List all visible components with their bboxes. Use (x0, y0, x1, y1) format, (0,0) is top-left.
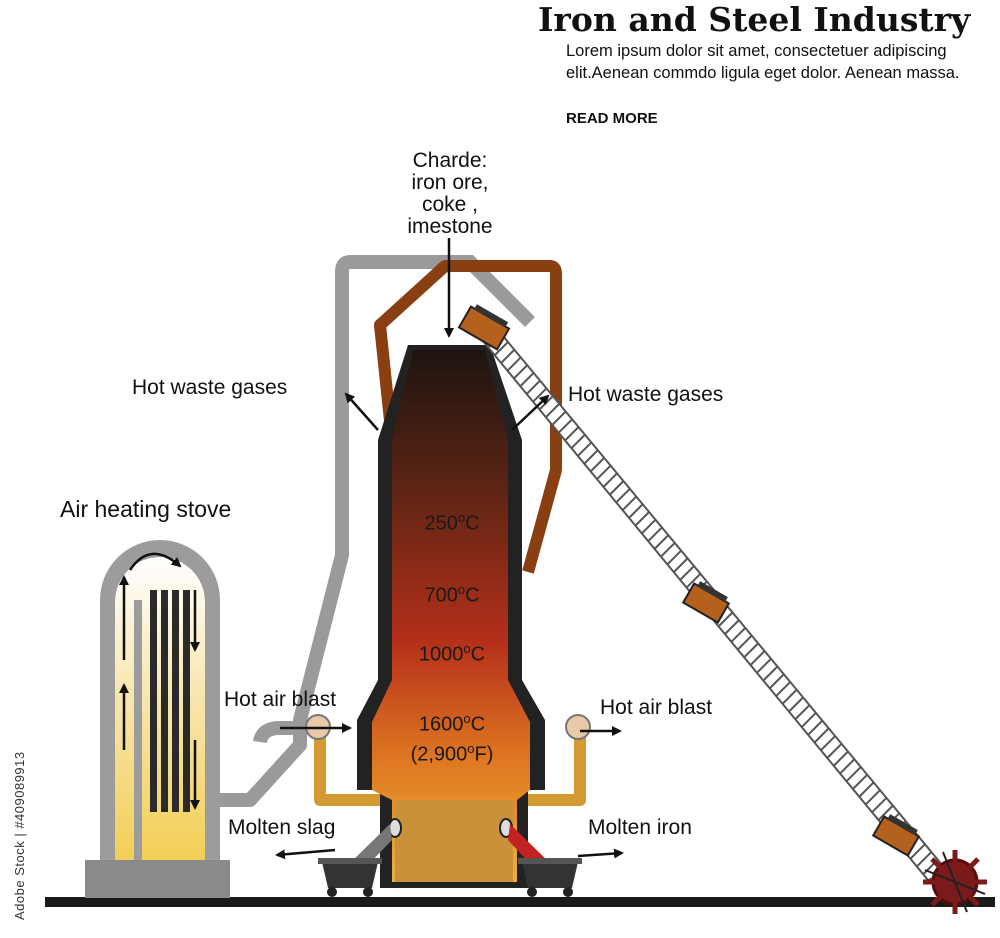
skip-car-top (457, 304, 511, 351)
charge-line-3: coke , (421, 193, 479, 216)
iron-chute (508, 824, 552, 868)
skip-car-bottom (871, 814, 921, 857)
hot-waste-gases-right-label: Hot waste gases (568, 383, 724, 406)
ground-line (45, 897, 995, 907)
skip-car-middle (681, 581, 731, 624)
stock-id-text: Adobe Stock | #409089913 (12, 751, 27, 920)
hot-air-blast-right-label: Hot air blast (600, 696, 713, 719)
molten-iron-label: Molten iron (588, 816, 692, 839)
temp-1000: 1000oC (418, 641, 486, 666)
hot-waste-gases-left-label: Hot waste gases (132, 376, 288, 399)
air-heating-stove-label: Air heating stove (60, 496, 232, 522)
stove-outlet-pipe (253, 721, 320, 744)
slag-arrow (275, 848, 336, 860)
read-more-link[interactable]: READ MORE (566, 110, 658, 127)
waste-gas-right-arrow (511, 394, 550, 431)
description-text: Lorem ipsum dolor sit amet, consectetuer… (566, 42, 960, 82)
page-title: Iron and Steel Industry (538, 0, 971, 39)
brown-gas-pipe (374, 260, 562, 574)
waste-gas-left-arrow (344, 392, 379, 431)
slag-chute (348, 824, 392, 868)
iron-arrow (577, 848, 624, 859)
temp-1600: 1600oC (2,900oF) (410, 711, 494, 766)
hot-air-blast-left-label: Hot air blast (224, 688, 337, 711)
charge-line-1: Charde: (412, 149, 488, 172)
charge-line-4: imestone (407, 215, 493, 238)
charge-label: Charde: iron ore, coke , imestone (390, 150, 510, 238)
charge-line-2: iron ore, (411, 171, 489, 194)
furnace-interior (372, 350, 530, 882)
iron-ladle-car (518, 858, 582, 897)
slag-ladle-car (318, 858, 382, 897)
tuyere-right (565, 714, 591, 740)
temp-250: 250oC (424, 510, 480, 535)
skip-wheel (923, 850, 987, 914)
molten-slag-label: Molten slag (228, 816, 336, 839)
air-heating-stove (85, 540, 230, 898)
furnace-hearth (395, 800, 513, 882)
temp-700: 700oC (424, 582, 480, 607)
